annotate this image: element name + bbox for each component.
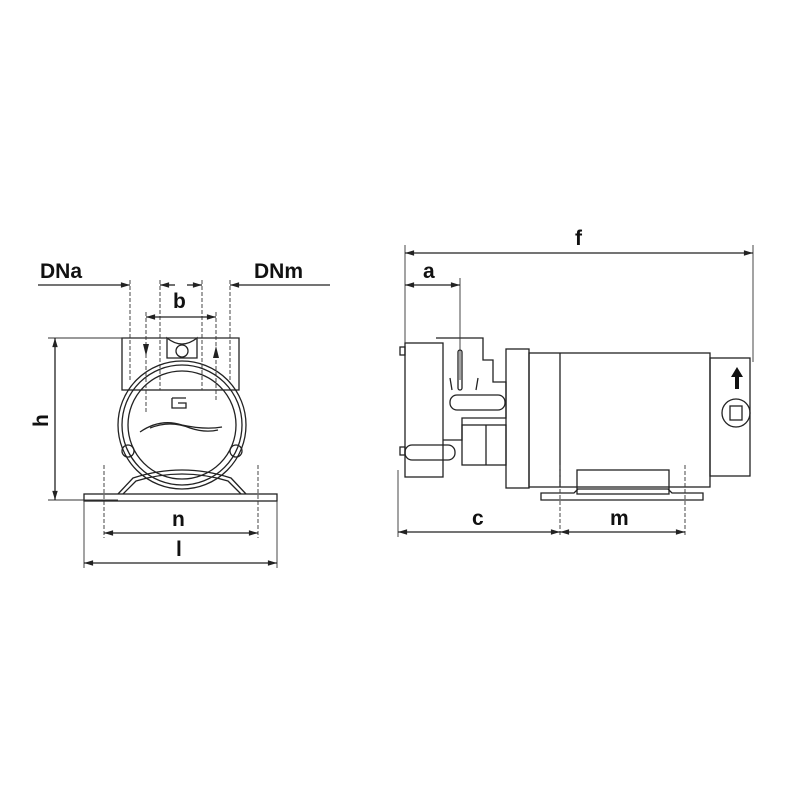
cable-gland-icon (721, 398, 751, 428)
side-view: f a c m (397, 227, 754, 537)
label-l: l (176, 538, 182, 561)
label-f: f (575, 227, 583, 250)
label-n: n (172, 508, 185, 531)
label-a: a (423, 260, 435, 283)
flow-direction-arrow-icon (731, 367, 743, 389)
logo-icon (171, 397, 187, 409)
label-dna: DNa (40, 260, 82, 283)
front-view: DNa DNm b h n l (30, 260, 330, 568)
pump-front-body (83, 336, 278, 502)
wave-logo-icon (139, 422, 223, 433)
label-dnm: DNm (254, 260, 303, 283)
label-m: m (610, 507, 629, 530)
label-h: h (30, 414, 53, 427)
pump-side-body (399, 337, 751, 501)
label-c: c (472, 507, 484, 530)
label-b: b (173, 290, 186, 313)
